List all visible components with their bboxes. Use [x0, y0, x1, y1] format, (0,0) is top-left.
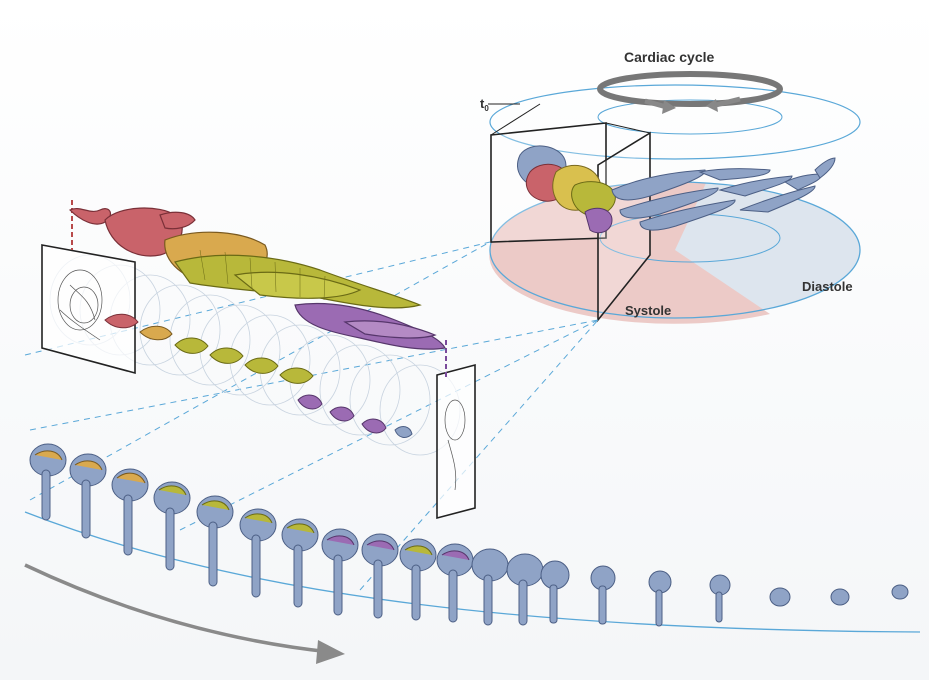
cardiac-cycle-panel: Cardiac cycle t0: [480, 49, 861, 324]
embryo-6: [239, 508, 277, 598]
time-arrow: [24, 563, 331, 654]
mid-right-frame: [436, 363, 476, 520]
panel-vessels: [611, 157, 836, 231]
mid-left-frame: [41, 244, 136, 375]
embryo-19: [830, 588, 850, 606]
embryo-4: [153, 481, 191, 571]
mid-left-sketch: [57, 269, 103, 341]
time-arrow-head: [316, 640, 345, 664]
panel-heart: [517, 145, 616, 234]
diastole-label: Diastole: [802, 279, 853, 294]
embryo-20: [891, 584, 909, 600]
embryo-13: [506, 553, 544, 626]
heart-tube-3d: [68, 207, 446, 350]
embryo-hearts: [29, 443, 909, 627]
embryo-12: [471, 548, 509, 626]
top-outer-ring: [489, 84, 861, 160]
embryo-7: [281, 518, 319, 608]
t0-subscript: 0: [484, 104, 489, 113]
heart-inflow: [68, 207, 112, 225]
embryo-18: [769, 587, 791, 607]
systole-label: Systole: [625, 303, 671, 318]
systole-sector: [489, 250, 770, 324]
top-inner-ring: [597, 99, 783, 135]
embryo-5: [196, 495, 234, 587]
t0-label: t0: [480, 96, 489, 113]
mid-right-sketch: [444, 399, 466, 491]
embryo-16: [648, 570, 672, 627]
embryo-8: [321, 528, 359, 616]
embryo-11: [436, 543, 474, 623]
embryo-2: [69, 453, 107, 539]
mid-strip-segments: [104, 313, 413, 438]
embryo-17: [709, 574, 731, 623]
cycle-arrow: [597, 71, 783, 114]
embryo-14: [540, 560, 570, 624]
embryo-15: [590, 565, 616, 625]
cardiac-cycle-label: Cardiac cycle: [624, 49, 714, 65]
cycle-disc: [489, 181, 861, 324]
mid-zoom-strip: [41, 200, 476, 520]
embryo-3: [111, 468, 149, 556]
embryo-1: [29, 443, 67, 521]
embryo-9: [361, 533, 399, 619]
t0-letter: t: [480, 96, 485, 111]
embryo-10: [399, 538, 437, 621]
bottom-timeline: [24, 443, 921, 664]
